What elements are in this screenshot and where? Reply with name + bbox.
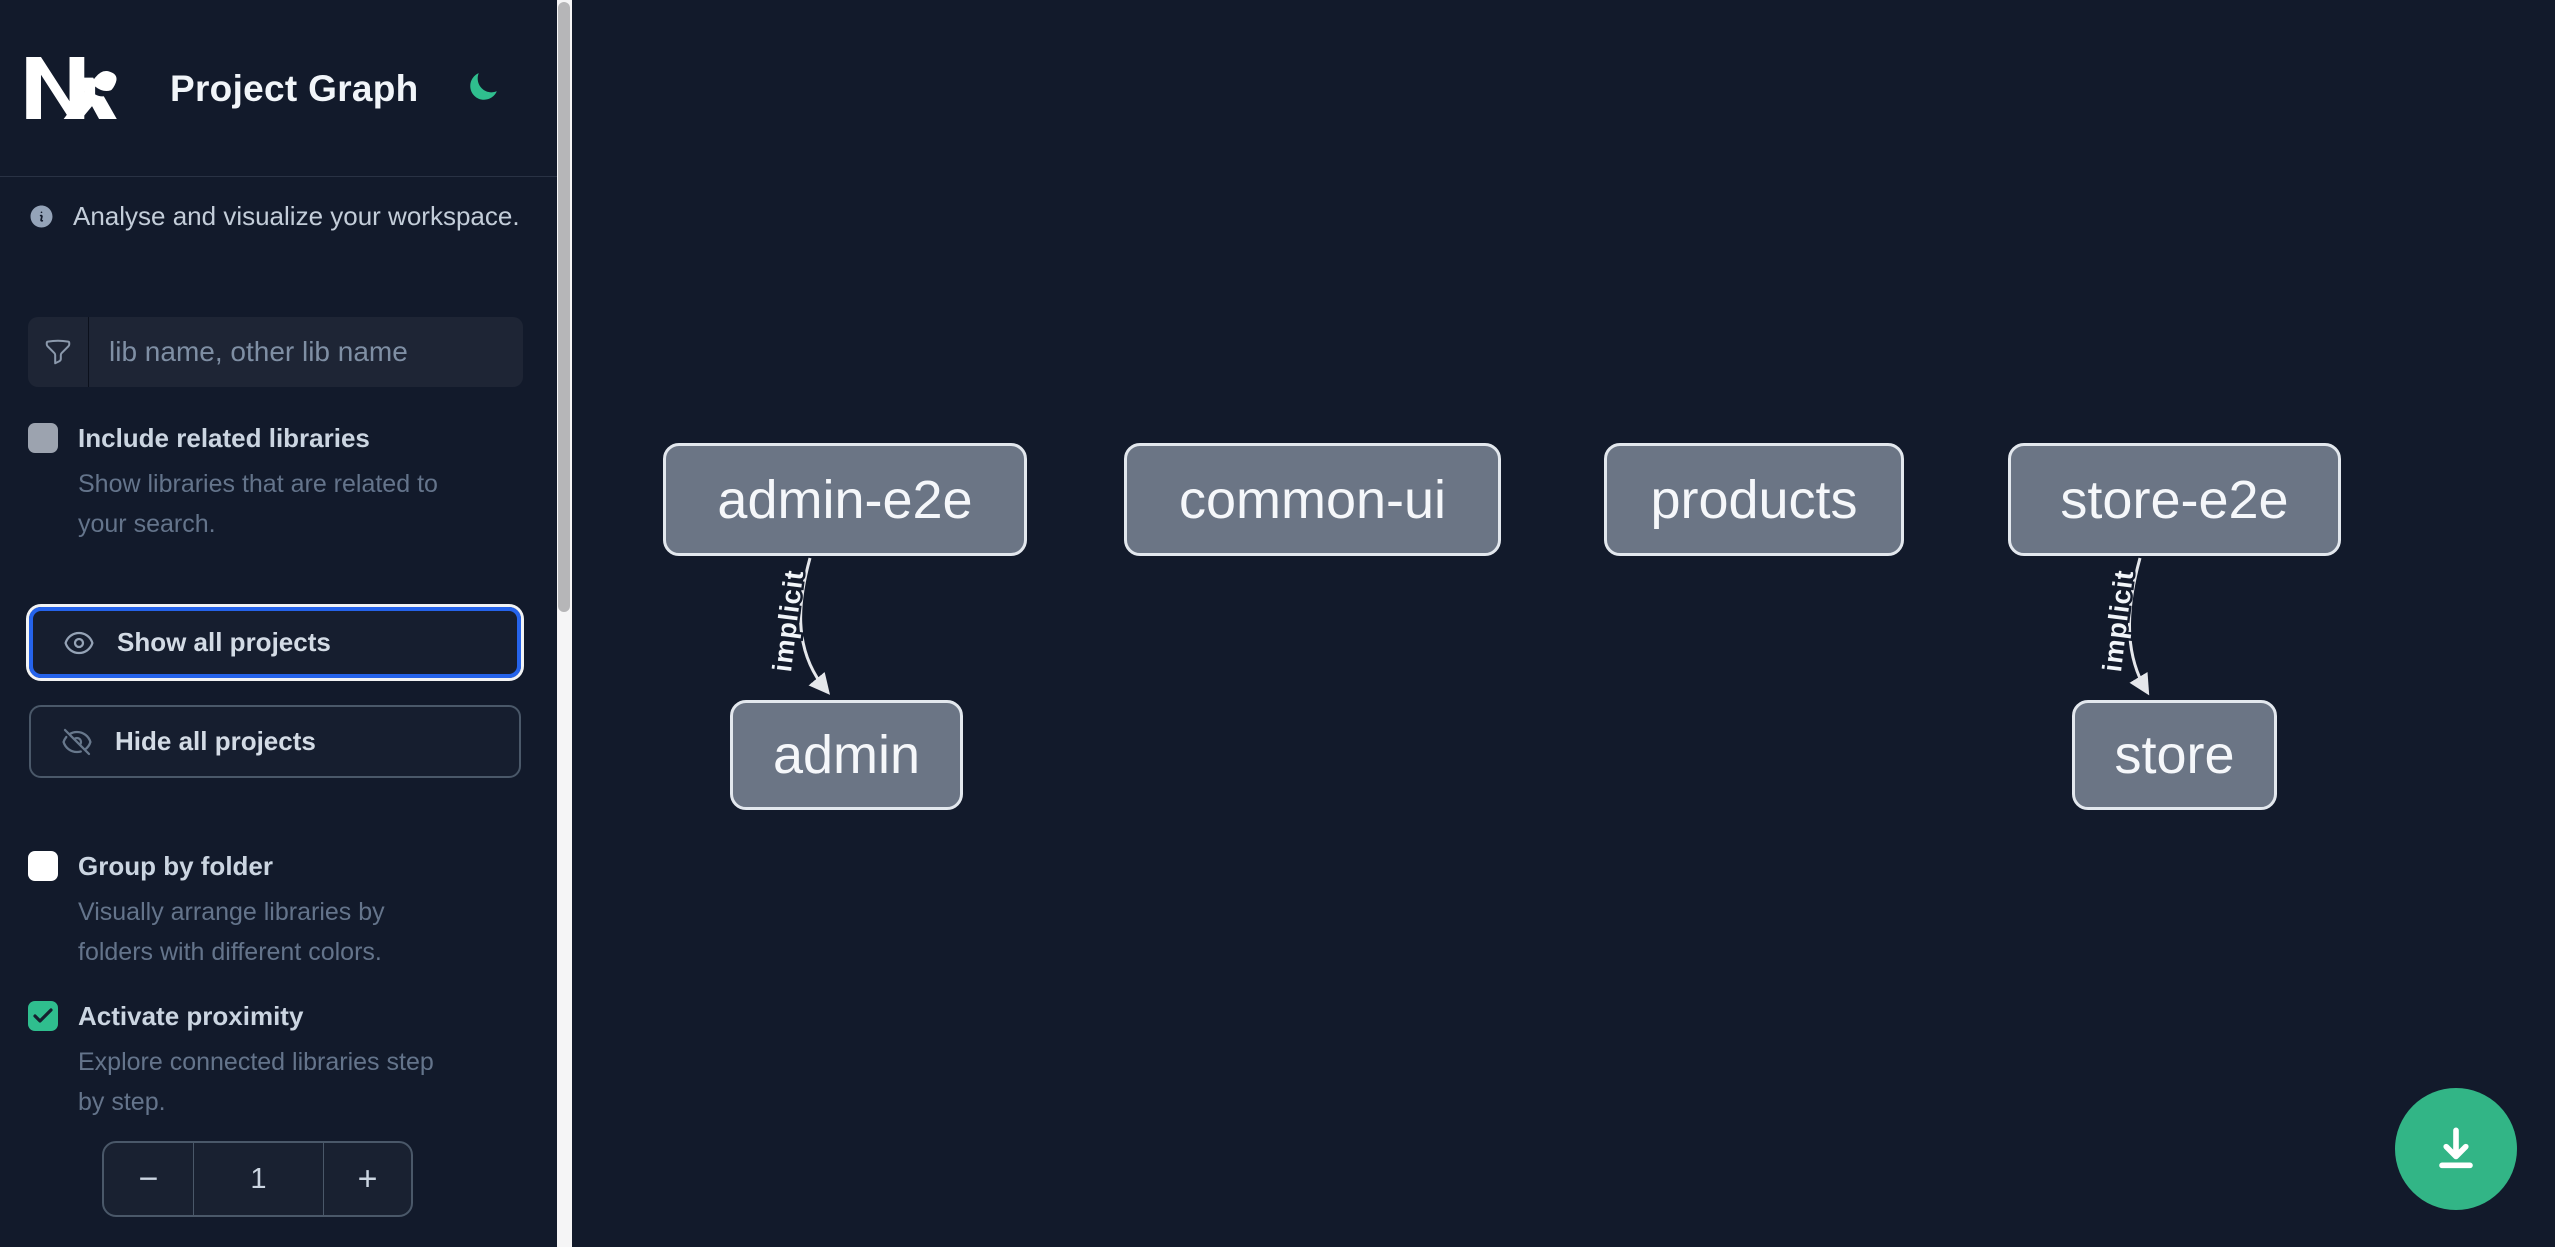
stepper-decrement-button[interactable]: − bbox=[138, 1159, 159, 1198]
download-graph-button[interactable] bbox=[2395, 1088, 2517, 1210]
activate-proximity-label[interactable]: Activate proximity bbox=[78, 1001, 304, 1031]
include-related-description: Show libraries that are related to your … bbox=[78, 470, 438, 538]
sidebar: Project Graph Analyse and visualize your… bbox=[0, 0, 557, 1247]
search-box bbox=[28, 317, 523, 387]
activate-proximity-checkbox[interactable] bbox=[28, 1001, 58, 1031]
edge-admin-e2e-admin[interactable] bbox=[799, 557, 831, 695]
eye-slash-icon bbox=[62, 728, 92, 755]
graph-node-products[interactable]: products bbox=[1604, 443, 1904, 556]
group-by-folder-label[interactable]: Group by folder bbox=[78, 851, 273, 881]
sidebar-header: Project Graph bbox=[0, 0, 557, 177]
graph-node-store-e2e[interactable]: store-e2e bbox=[2008, 443, 2341, 556]
graph-node-admin-e2e[interactable]: admin-e2e bbox=[663, 443, 1027, 556]
activate-proximity-toggle: Activate proximity Explore connected lib… bbox=[28, 999, 508, 1122]
check-icon bbox=[33, 1008, 53, 1023]
nx-logo bbox=[26, 57, 117, 120]
info-icon bbox=[30, 205, 53, 228]
group-by-folder-toggle: Group by folder Visually arrange librari… bbox=[28, 849, 508, 972]
group-by-folder-description: Visually arrange libraries by folders wi… bbox=[78, 898, 385, 966]
workspace-info: Analyse and visualize your workspace. bbox=[28, 201, 520, 232]
edge-label-admin-e2e-admin: implicit bbox=[767, 568, 809, 673]
edge-store-e2e-store[interactable] bbox=[2128, 557, 2150, 696]
include-related-label[interactable]: Include related libraries bbox=[78, 423, 370, 453]
stepper-increment-button[interactable]: + bbox=[357, 1159, 378, 1198]
page-title: Project Graph bbox=[170, 68, 419, 109]
stepper-value: 1 bbox=[193, 1143, 324, 1215]
show-all-projects-button[interactable]: Show all projects bbox=[29, 607, 521, 678]
activate-proximity-description: Explore connected libraries step by step… bbox=[78, 1048, 434, 1116]
graph-node-store[interactable]: store bbox=[2072, 700, 2277, 810]
search-input[interactable] bbox=[89, 317, 523, 387]
theme-toggle-moon-icon[interactable] bbox=[466, 70, 500, 104]
hide-all-projects-button[interactable]: Hide all projects bbox=[29, 705, 521, 778]
graph-node-admin[interactable]: admin bbox=[730, 700, 963, 810]
include-related-toggle: Include related libraries Show libraries… bbox=[28, 421, 508, 544]
show-all-projects-label: Show all projects bbox=[117, 627, 331, 657]
graph-node-common-ui[interactable]: common-ui bbox=[1124, 443, 1501, 556]
sidebar-scrollbar-track[interactable] bbox=[557, 0, 572, 1247]
proximity-depth-stepper: − 1 + bbox=[102, 1141, 413, 1217]
include-related-checkbox[interactable] bbox=[28, 423, 58, 453]
download-icon bbox=[2439, 1127, 2473, 1169]
sidebar-scrollbar-thumb[interactable] bbox=[558, 2, 570, 612]
eye-icon bbox=[64, 631, 94, 654]
funnel-filter-icon bbox=[45, 339, 71, 365]
filter-icon-cell bbox=[28, 317, 89, 387]
group-by-folder-checkbox[interactable] bbox=[28, 851, 58, 881]
workspace-info-text: Analyse and visualize your workspace. bbox=[73, 201, 520, 231]
hide-all-projects-label: Hide all projects bbox=[115, 726, 316, 756]
